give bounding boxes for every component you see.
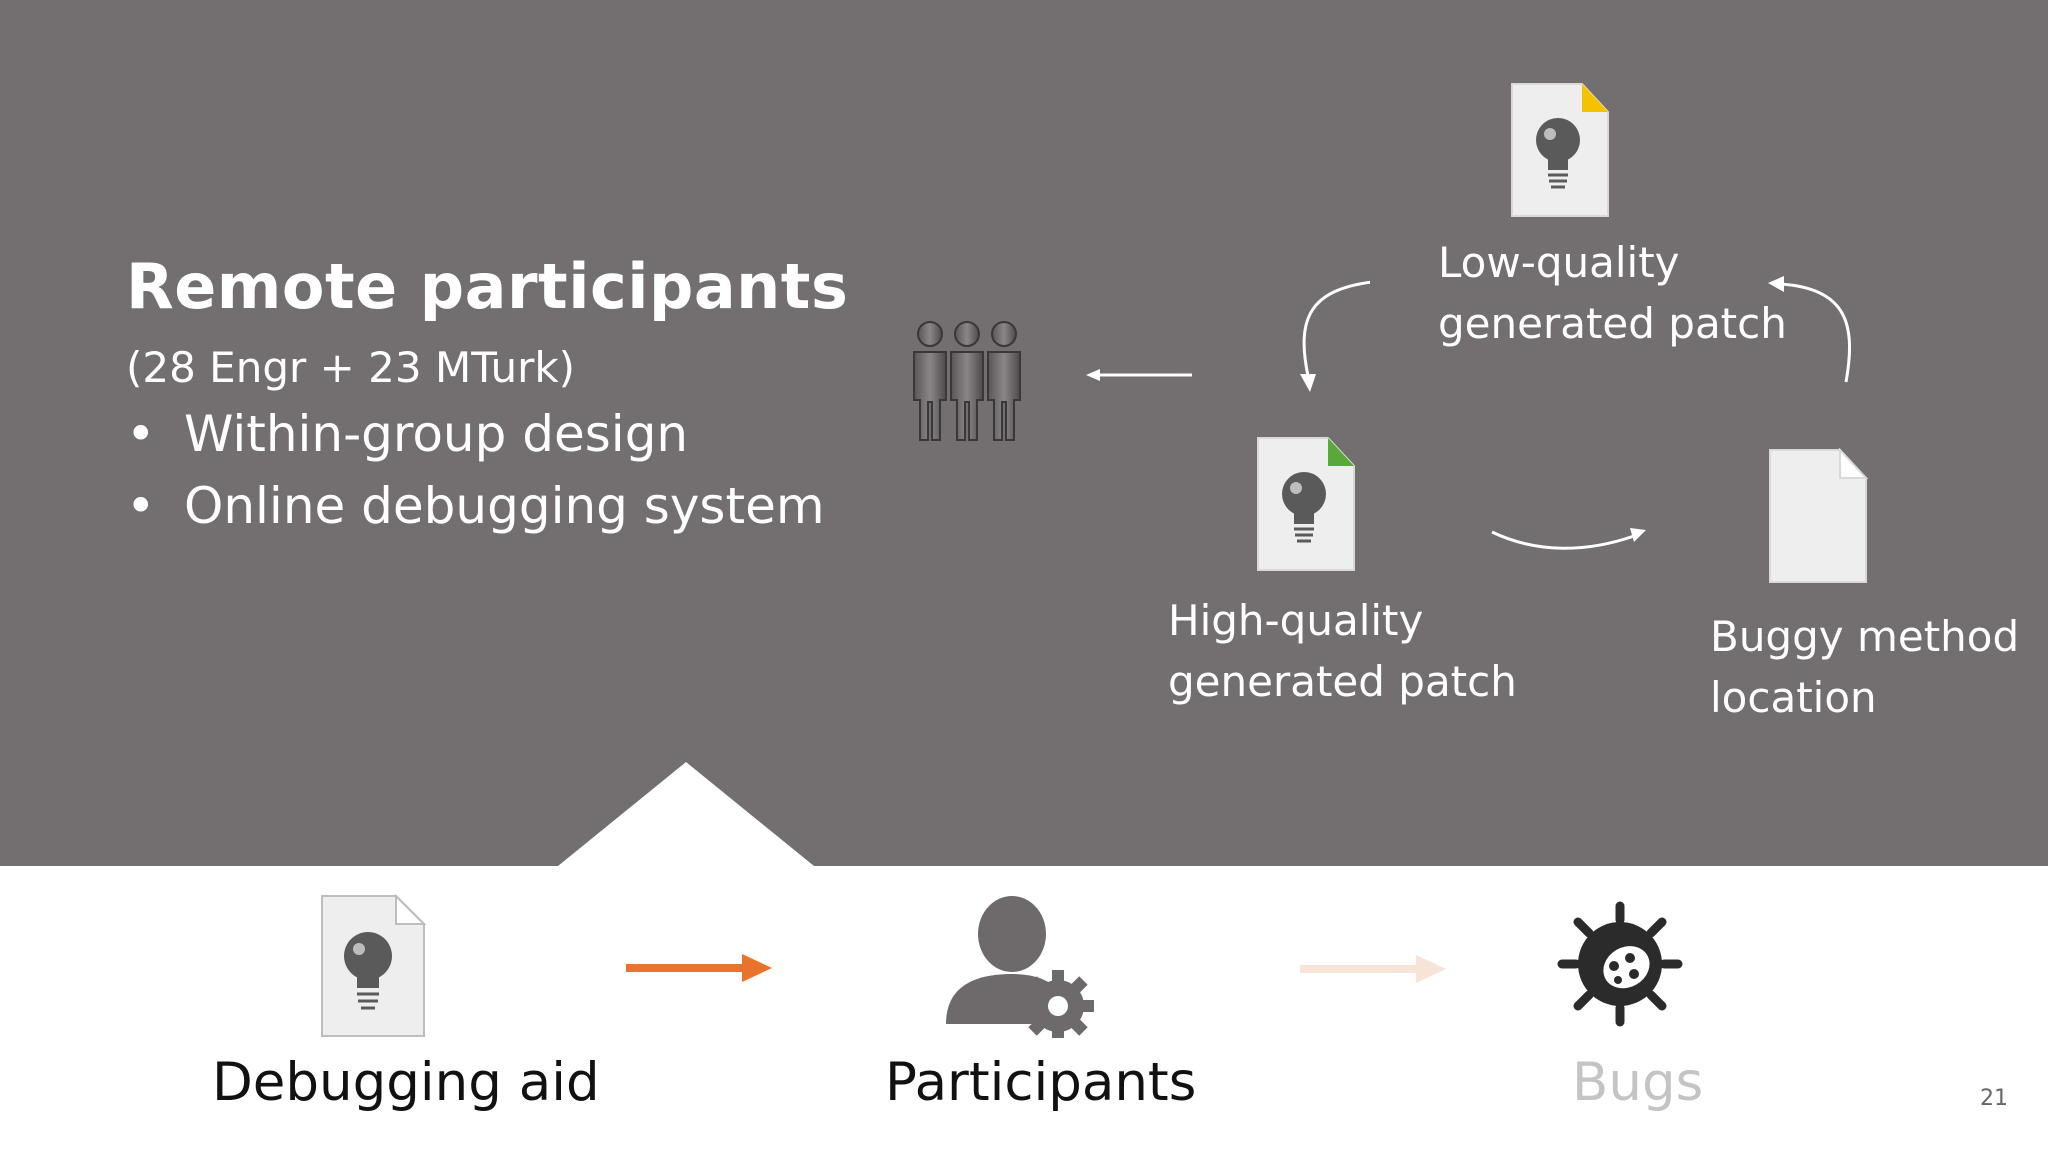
participants-label: Participants — [885, 1052, 1197, 1113]
lightbulb-document-green-icon — [1257, 437, 1355, 571]
blank-document-icon — [1769, 448, 1869, 583]
bullet-item: •Within-group design — [126, 405, 689, 463]
arrow-right-faded-icon — [1300, 955, 1446, 983]
high-quality-label: High-quality generated patch — [1168, 596, 1517, 706]
bug-icon — [1557, 901, 1683, 1027]
bullet-item: •Online debugging system — [126, 477, 825, 535]
lightbulb-document-yellow-icon — [1511, 83, 1609, 217]
debugging-aid-label: Debugging aid — [212, 1052, 600, 1113]
curved-arrow-down-icon — [1300, 280, 1370, 392]
lightbulb-document-icon — [321, 894, 427, 1037]
arrow-left-icon — [1086, 369, 1192, 381]
swoosh-arrow-right-icon — [1491, 528, 1646, 550]
bullet-text: Within-group design — [184, 405, 689, 463]
bugs-label: Bugs — [1572, 1052, 1704, 1113]
slide-subheading: (28 Engr + 23 MTurk) — [126, 343, 576, 392]
group-of-people-icon — [913, 321, 1021, 441]
top-panel — [0, 0, 2048, 866]
bullet-text: Online debugging system — [184, 477, 825, 535]
buggy-location-label: Buggy method location — [1710, 612, 2020, 722]
user-gear-icon — [946, 896, 1094, 1038]
page-number: 21 — [1980, 1086, 2008, 1111]
low-quality-label: Low-quality generated patch — [1438, 238, 1787, 348]
curved-arrow-up-icon — [1768, 276, 1852, 383]
slide-heading: Remote participants — [126, 250, 849, 323]
arrow-right-orange-icon — [626, 954, 772, 982]
